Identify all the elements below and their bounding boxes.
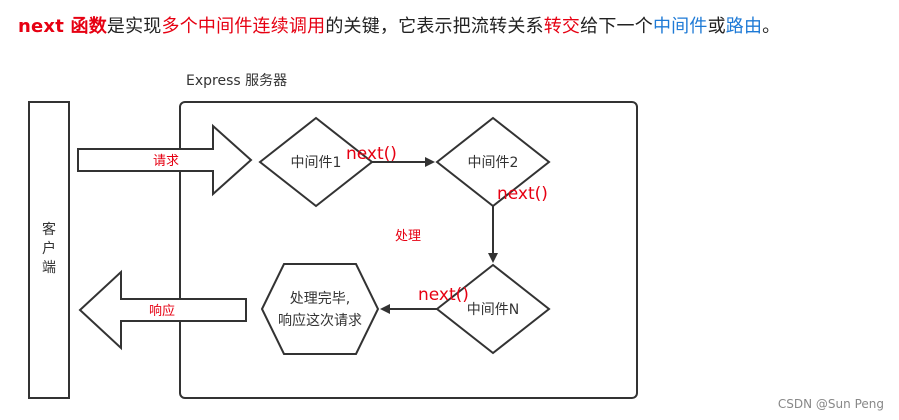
client-label-char-1: 客 bbox=[42, 221, 56, 238]
client-label-char-2: 户 bbox=[42, 240, 56, 257]
request-arrow bbox=[77, 123, 253, 197]
middleware-n-diamond bbox=[435, 263, 551, 355]
client-label-char-3: 端 bbox=[42, 260, 56, 276]
headline-text-3: 给下一个 bbox=[580, 16, 653, 37]
watermark: CSDN @Sun Peng bbox=[778, 397, 884, 411]
headline-text-2: 的关键，它表示把流转关系 bbox=[325, 16, 544, 37]
response-label: 响应 bbox=[149, 303, 175, 319]
middleware-2-label: 中间件2 bbox=[468, 155, 519, 171]
headline-highlight-middleware: 中间件 bbox=[652, 16, 708, 37]
next-call-label-2: next() bbox=[497, 184, 548, 204]
headline-text-5: 。 bbox=[762, 16, 781, 37]
next-call-label-3: next() bbox=[418, 285, 469, 305]
process-label: 处理 bbox=[395, 229, 421, 244]
done-label-line-1: 处理完毕, bbox=[290, 291, 350, 307]
express-server-title: Express 服务器 bbox=[186, 73, 287, 89]
headline-highlight-continuous: 多个中间件连续调用 bbox=[161, 16, 326, 37]
done-label-line-2: 响应这次请求 bbox=[278, 312, 362, 329]
headline-text-1: 是实现 bbox=[106, 16, 162, 37]
client-box bbox=[28, 101, 70, 399]
headline-highlight-route: 路由 bbox=[725, 16, 763, 37]
response-arrow bbox=[78, 269, 247, 351]
headline-text-4: 或 bbox=[707, 16, 726, 37]
done-hexagon bbox=[260, 263, 380, 355]
middleware-2-diamond bbox=[435, 116, 551, 208]
middleware-1-label: 中间件1 bbox=[291, 155, 342, 171]
headline-highlight-transfer: 转交 bbox=[543, 16, 581, 37]
middleware-n-label: 中间件N bbox=[467, 302, 519, 318]
headline-keyword: next 函数 bbox=[18, 16, 107, 37]
request-label: 请求 bbox=[153, 154, 179, 169]
express-server-box bbox=[179, 101, 638, 399]
next-call-label-1: next() bbox=[346, 144, 397, 164]
headline: next 函数是实现多个中间件连续调用的关键，它表示把流转关系转交给下一个中间件… bbox=[18, 12, 780, 38]
